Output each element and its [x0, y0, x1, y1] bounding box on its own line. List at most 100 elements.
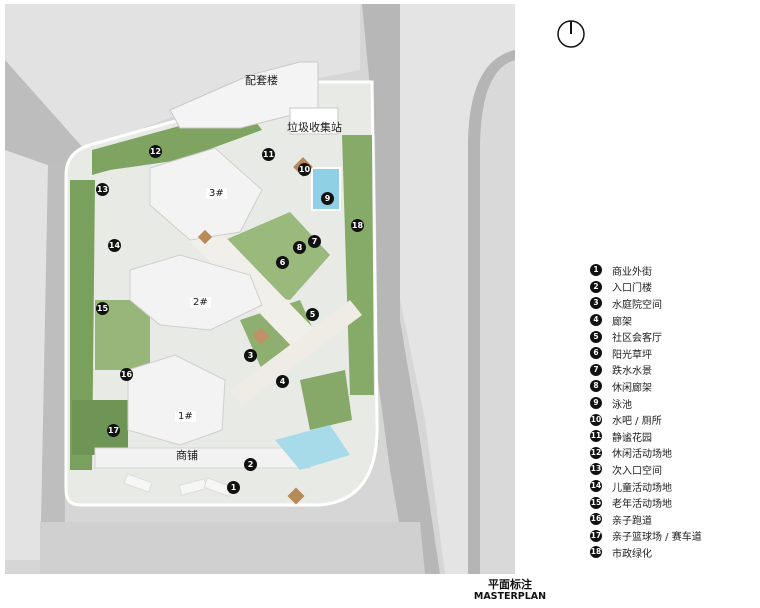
legend-item: 5 社区会客厅 — [590, 328, 702, 345]
legend-label: 商业外街 — [612, 266, 652, 278]
block-north-west — [5, 4, 360, 150]
legend-number: 1 — [590, 264, 602, 277]
plan-marker-3: 3 — [244, 349, 257, 362]
trash-station-shape — [289, 107, 339, 135]
legend-label: 水吧 / 厕所 — [612, 416, 662, 428]
legend-item: 11 静谧花园 — [590, 428, 702, 445]
plan-marker-18: 18 — [351, 219, 364, 232]
planting-east — [342, 135, 374, 395]
legend-number: 18 — [590, 546, 602, 559]
planting-south-west — [72, 400, 128, 455]
legend-item: 16 亲子跑道 — [590, 511, 702, 528]
legend-item: 2 入口门楼 — [590, 279, 702, 296]
plan-title-zh: 平面标注 — [488, 578, 532, 591]
lawn-west — [95, 300, 150, 370]
tower-1-shape — [127, 354, 226, 446]
legend-item: 8 休闲廊架 — [590, 378, 702, 395]
legend-number: 11 — [590, 430, 602, 443]
north-arrow-icon — [557, 20, 585, 48]
plan-marker-10: 10 — [298, 163, 311, 176]
plan-marker-15: 15 — [96, 302, 109, 315]
plan-marker-7: 7 — [308, 235, 321, 248]
planting-south-east — [300, 370, 352, 430]
legend-label: 休闲活动场地 — [612, 449, 672, 461]
legend-label: 亲子跑道 — [612, 515, 652, 527]
plan-marker-16: 16 — [120, 368, 133, 381]
legend-label: 休闲廊架 — [612, 382, 652, 394]
plan-marker-9: 9 — [321, 192, 334, 205]
legend-label: 次入口空间 — [612, 465, 662, 477]
legend-item: 3 水庭院空间 — [590, 295, 702, 312]
legend-label: 老年活动场地 — [612, 499, 672, 511]
legend-item: 14 儿童活动场地 — [590, 478, 702, 495]
legend-item: 6 阳光草坪 — [590, 345, 702, 362]
legend-label: 儿童活动场地 — [612, 482, 672, 494]
plan-marker-13: 13 — [96, 183, 109, 196]
legend-label: 廊架 — [612, 316, 632, 328]
legend-label: 静谧花园 — [612, 432, 652, 444]
legend-label: 泳池 — [612, 399, 632, 411]
legend-item: 18 市政绿化 — [590, 544, 702, 561]
pergola-4 — [197, 229, 213, 245]
road-east — [362, 4, 440, 574]
legend-item: 13 次入口空间 — [590, 461, 702, 478]
legend: 1 商业外街 2 入口门楼 3 水庭院空间 4 廊架 5 社区会客厅 6 阳光草坪 7 跌水水… — [590, 262, 702, 561]
plan-marker-1: 1 — [227, 481, 240, 494]
legend-item: 4 廊架 — [590, 312, 702, 329]
trash-station-label: 垃圾收集站 — [287, 121, 342, 134]
legend-number: 12 — [590, 446, 602, 459]
legend-label: 阳光草坪 — [612, 349, 652, 361]
legend-number: 2 — [590, 280, 602, 293]
plan-marker-4: 4 — [276, 375, 289, 388]
pergola-3 — [287, 487, 305, 505]
amenity-building-label: 配套楼 — [245, 74, 278, 87]
building-2-label: 2# — [190, 297, 211, 308]
water-feature-south — [275, 425, 350, 470]
legend-number: 4 — [590, 314, 602, 327]
legend-number: 17 — [590, 529, 602, 542]
legend-number: 6 — [590, 347, 602, 360]
road-west-vertical — [40, 160, 70, 574]
shops-strip — [94, 447, 311, 469]
building-3-label: 3# — [206, 188, 227, 199]
legend-number: 5 — [590, 330, 602, 343]
legend-item: 7 跌水水景 — [590, 362, 702, 379]
legend-label: 水庭院空间 — [612, 299, 662, 311]
planting-west — [70, 180, 95, 470]
legend-label: 社区会客厅 — [612, 333, 662, 345]
legend-label: 入口门楼 — [612, 283, 652, 295]
tower-2-shape — [129, 254, 263, 331]
shops-label: 商铺 — [176, 449, 198, 462]
building-1-label: 1# — [175, 411, 196, 422]
plan-title-en: MASTERPLAN — [473, 591, 547, 602]
legend-number: 7 — [590, 363, 602, 376]
legend-number: 13 — [590, 463, 602, 476]
plan-marker-11: 11 — [262, 148, 275, 161]
road-far-east-verge — [480, 60, 515, 574]
legend-label: 亲子篮球场 / 赛车道 — [612, 532, 702, 544]
plan-marker-12: 12 — [149, 145, 162, 158]
legend-number: 16 — [590, 513, 602, 526]
legend-label: 跌水水景 — [612, 366, 652, 378]
legend-item: 1 商业外街 — [590, 262, 702, 279]
plan-marker-8: 8 — [293, 241, 306, 254]
road-west — [5, 60, 85, 170]
legend-number: 3 — [590, 297, 602, 310]
plan-marker-2: 2 — [244, 458, 257, 471]
plan-marker-14: 14 — [108, 239, 121, 252]
plan-marker-6: 6 — [276, 256, 289, 269]
legend-item: 15 老年活动场地 — [590, 494, 702, 511]
legend-item: 12 休闲活动场地 — [590, 445, 702, 462]
legend-number: 14 — [590, 480, 602, 493]
legend-number: 8 — [590, 380, 602, 393]
legend-label: 市政绿化 — [612, 548, 652, 560]
plan-marker-5: 5 — [306, 308, 319, 321]
road-south — [40, 522, 425, 574]
pergola-2 — [252, 327, 270, 345]
plan-title-block: 平面标注 MASTERPLAN — [470, 578, 550, 603]
legend-number: 15 — [590, 496, 602, 509]
legend-item: 17 亲子篮球场 / 赛车道 — [590, 528, 702, 545]
